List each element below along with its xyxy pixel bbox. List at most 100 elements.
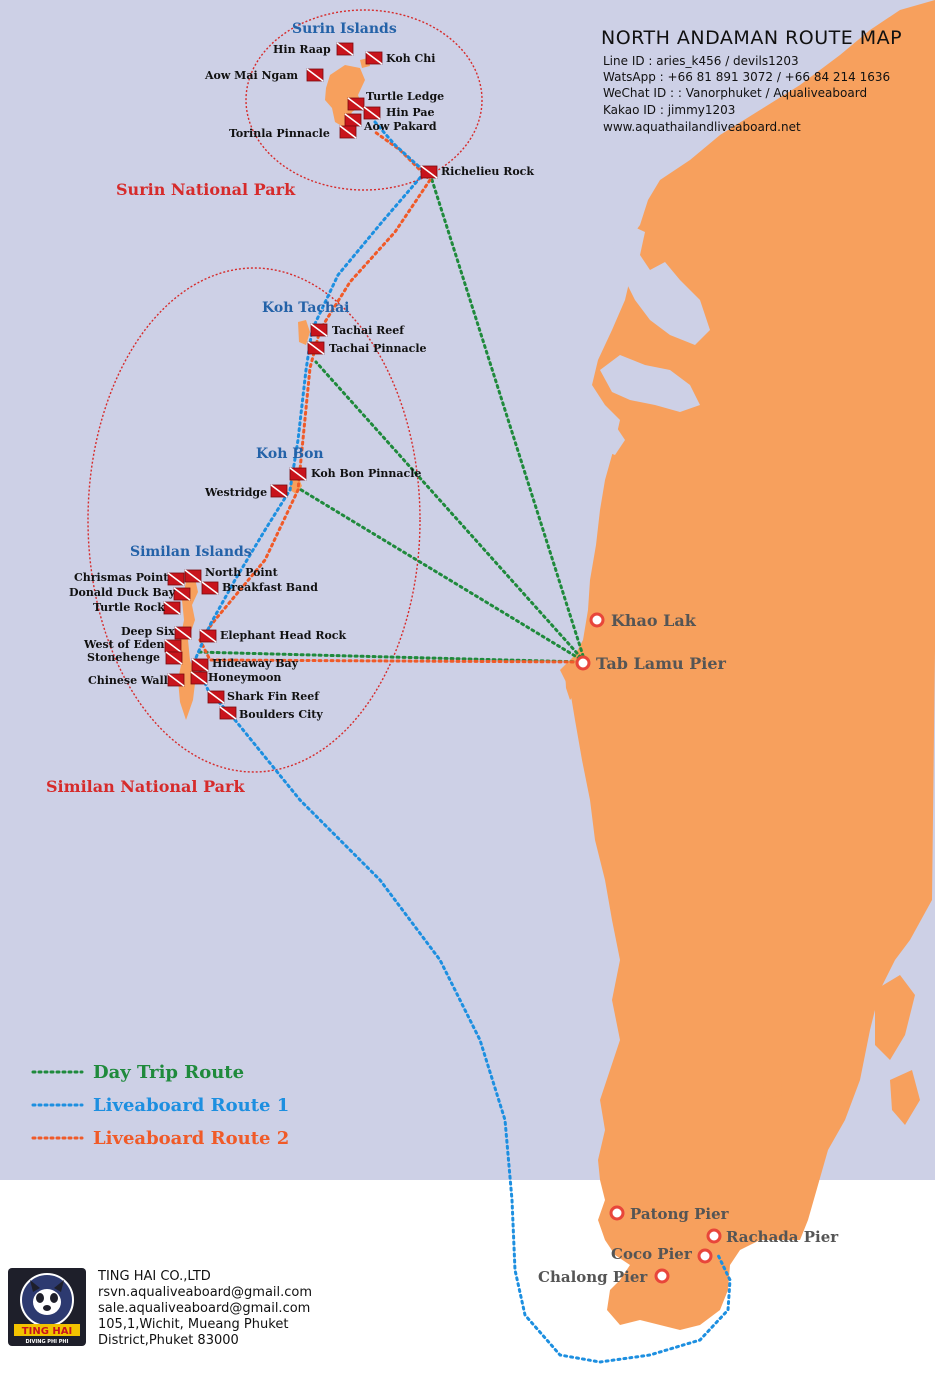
pier-label-chalong: Chalong Pier xyxy=(538,1268,648,1286)
dive-site-label: Koh Chi xyxy=(386,52,435,65)
dive-site-label: Hideaway Bay xyxy=(212,657,299,670)
flag-icon xyxy=(344,113,362,127)
dive-site-label: Turtle Ledge xyxy=(366,90,444,103)
map-title: NORTH ANDAMAN ROUTE MAP xyxy=(601,27,902,49)
dive-site-label: Chinese Wall xyxy=(88,674,168,687)
estuary-1 xyxy=(612,225,710,345)
contact-line-id: Line ID : aries_k456 / devils1203 xyxy=(603,54,799,68)
tachai-island-shape xyxy=(298,320,310,345)
company-logo: TING HAI DIVING PHI PHI xyxy=(8,1268,86,1346)
flag-icon xyxy=(310,323,328,337)
dive-site-label: Aow Mai Ngam xyxy=(204,69,298,82)
pier-icon xyxy=(589,612,605,628)
contact-whatsapp: WatsApp : +66 81 891 3072 / +66 84 214 1… xyxy=(603,70,890,84)
company-address-1: 105,1,Wichit, Mueang Phuket xyxy=(98,1317,288,1332)
mainland xyxy=(560,0,935,1330)
company-email-2: sale.aqualiveaboard@gmail.com xyxy=(98,1301,310,1316)
pier-label-patong: Patong Pier xyxy=(630,1205,730,1223)
island-east-2 xyxy=(890,1070,920,1125)
similan-park-label: Similan National Park xyxy=(46,777,245,796)
liveaboard-route-1 xyxy=(193,120,732,1364)
logo-text: TING HAI xyxy=(22,1326,72,1337)
pier-label-tab-lamu: Tab Lamu Pier xyxy=(596,654,727,673)
dive-site-label: Tachai Reef xyxy=(332,324,405,337)
flag-icon xyxy=(163,601,181,615)
flag-icon xyxy=(306,68,324,82)
surin-park-label: Surin National Park xyxy=(116,180,296,199)
header-block: NORTH ANDAMAN ROUTE MAP Line ID : aries_… xyxy=(601,27,902,134)
surin-park-boundary xyxy=(245,9,483,191)
dive-site-label: Torinla Pinnacle xyxy=(229,127,330,140)
day-trip-routes xyxy=(194,178,587,664)
dive-site-label: Hin Raap xyxy=(273,43,331,56)
flag-icon xyxy=(190,671,208,685)
estuary-2 xyxy=(600,355,700,412)
dive-site-label: Chrismas Point xyxy=(74,571,169,584)
flag-icon xyxy=(339,125,357,139)
dive-site-label: Boulders City xyxy=(239,708,323,721)
pier-label-rachada: Rachada Pier xyxy=(726,1228,839,1246)
pier-label-khao-lak: Khao Lak xyxy=(611,611,697,630)
tab-lamu-cape xyxy=(565,660,585,700)
estuary-3 xyxy=(598,425,625,455)
flag-icon xyxy=(347,97,365,111)
flag-icon xyxy=(167,673,185,687)
dive-site-label: Richelieu Rock xyxy=(441,165,534,178)
pier-icon xyxy=(609,1205,625,1221)
dive-site-label: Westridge xyxy=(204,486,267,499)
contact-website: www.aquathailandliveaboard.net xyxy=(603,120,801,134)
pier-icon xyxy=(697,1248,713,1264)
legend-route1-label: Liveaboard Route 1 xyxy=(93,1095,289,1116)
pier-label-coco: Coco Pier xyxy=(611,1245,693,1263)
flag-icon xyxy=(165,651,183,665)
dive-site-label: Donald Duck Bay xyxy=(69,586,176,599)
pier-icon xyxy=(654,1268,670,1284)
koh-tachai-label: Koh Tachai xyxy=(262,300,350,316)
flag-icon xyxy=(270,484,288,498)
day-trip-similan xyxy=(194,650,587,664)
flag-icon xyxy=(365,51,383,65)
flag-icon xyxy=(191,658,209,672)
similan-park-boundary xyxy=(87,267,421,773)
pier-icon xyxy=(706,1228,722,1244)
dive-site-label: Koh Bon Pinnacle xyxy=(311,467,421,480)
dive-site-label: Shark Fin Reef xyxy=(227,690,320,703)
legend-route2-label: Liveaboard Route 2 xyxy=(93,1128,289,1149)
dive-site-label: West of Eden xyxy=(83,638,165,651)
flag-icon xyxy=(173,587,191,601)
dive-site-label: Stonehenge xyxy=(87,651,160,664)
surin-island-shape xyxy=(325,65,365,128)
dive-site-label: Elephant Head Rock xyxy=(220,629,347,642)
flag-icon xyxy=(164,639,182,653)
flag-icon xyxy=(363,106,381,120)
day-trip-tachai xyxy=(314,360,587,664)
dive-site-label: North Point xyxy=(205,566,279,579)
company-info: TING HAI CO.,LTD rsvn.aqualiveaboard@gma… xyxy=(97,1269,312,1348)
contact-wechat: WeChat ID : : Vanorphuket / Aqualiveaboa… xyxy=(603,86,867,100)
flag-icon xyxy=(207,690,225,704)
legend: Day Trip Route Liveaboard Route 1 Liveab… xyxy=(31,1062,289,1149)
logo-subtext: DIVING PHI PHI xyxy=(26,1339,69,1345)
legend-day-trip-label: Day Trip Route xyxy=(93,1062,244,1083)
koh-bon-label: Koh Bon xyxy=(256,446,324,462)
company-address-2: District,Phuket 83000 xyxy=(98,1333,239,1348)
company-email-1: rsvn.aqualiveaboard@gmail.com xyxy=(98,1285,312,1300)
dive-site-label: Deep Six xyxy=(121,625,175,638)
island-east-3 xyxy=(760,1060,782,1100)
dive-site-label: Aow Pakard xyxy=(363,120,437,133)
dive-site-label: Breakfast Band xyxy=(222,581,318,594)
day-trip-richelieu xyxy=(430,178,587,664)
flag-icon xyxy=(420,165,438,179)
flag-icon xyxy=(167,572,185,586)
pier-icon xyxy=(575,655,591,671)
flag-icon xyxy=(289,467,307,481)
contact-kakao: Kakao ID : jimmy1203 xyxy=(603,103,735,117)
flag-icon xyxy=(307,341,325,355)
dive-site-label: Hin Pae xyxy=(386,106,435,119)
flag-icon xyxy=(201,581,219,595)
surin-islands-label: Surin Islands xyxy=(292,21,397,37)
flag-icon xyxy=(184,569,202,583)
dive-site-label: Tachai Pinnacle xyxy=(329,342,427,355)
flag-icon xyxy=(174,626,192,640)
day-trip-bon xyxy=(296,486,587,664)
